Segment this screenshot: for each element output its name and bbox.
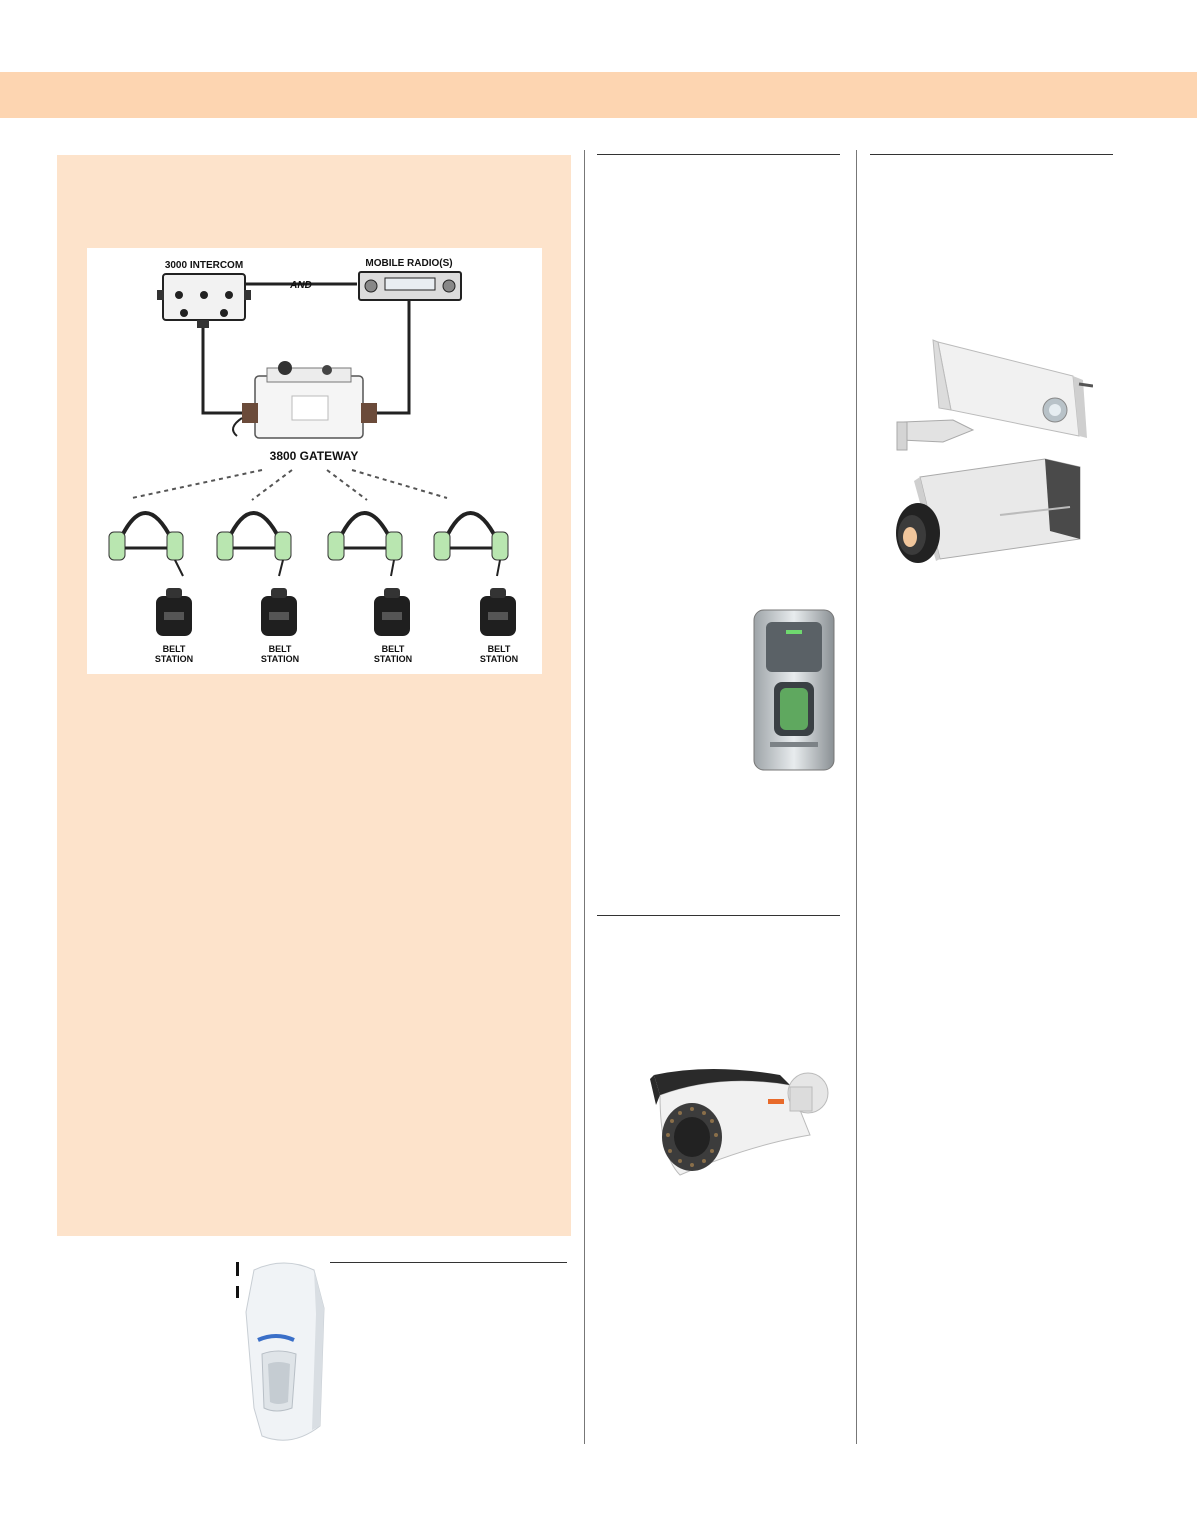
- bullet-camera-icon: [640, 1065, 838, 1185]
- gateway-unit: [232, 361, 377, 439]
- headset-group-4: [433, 511, 516, 636]
- and-label: AND: [289, 280, 312, 291]
- fingerprint-reader-icon: [752, 608, 836, 772]
- column-rule-bottom-left: [330, 1262, 567, 1263]
- column-rule-top-right: [870, 154, 1113, 155]
- station-label-1-line2: STATION: [155, 654, 193, 664]
- station-label-4-line1: BELT: [488, 644, 511, 654]
- station-label-3-line2: STATION: [374, 654, 412, 664]
- header-band: [0, 72, 1197, 118]
- gateway-label: 3800 GATEWAY: [270, 449, 359, 463]
- column-divider-right: [856, 150, 857, 1444]
- headset-group-1: [108, 511, 192, 636]
- mobile-radio-unit: [358, 271, 462, 301]
- station-label-4-line2: STATION: [480, 654, 518, 664]
- station-label-2-line2: STATION: [261, 654, 299, 664]
- headset-group-2: [216, 511, 297, 636]
- thermal-camera-icon: [893, 330, 1093, 458]
- column-divider-left: [584, 150, 585, 1444]
- headset-group-3: [327, 511, 410, 636]
- box-camera-icon: [880, 455, 1090, 567]
- station-label-1-line1: BELT: [163, 644, 186, 654]
- station-label-2-line1: BELT: [269, 644, 292, 654]
- station-label-3-line1: BELT: [382, 644, 405, 654]
- intercom-unit: [157, 273, 251, 328]
- column-rule-mid-middle: [597, 915, 840, 916]
- motion-sensor-icon: [232, 1258, 332, 1448]
- radio-label: MOBILE RADIO(S): [365, 258, 452, 269]
- intercom-label: 3000 INTERCOM: [165, 260, 243, 271]
- column-rule-top-middle: [597, 154, 840, 155]
- system-diagram: 3000 INTERCOM AND MOBILE RADIO(S) 3800 G…: [87, 248, 542, 674]
